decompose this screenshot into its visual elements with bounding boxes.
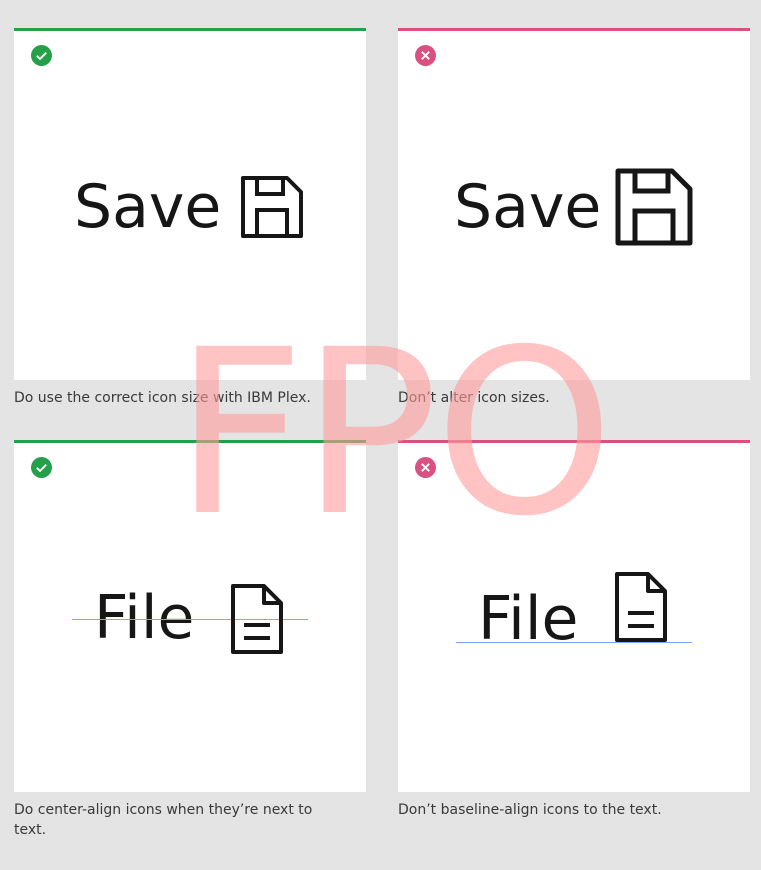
save-icon	[241, 176, 303, 238]
do-card-file: File	[14, 440, 366, 792]
sample-text-file: File	[478, 584, 579, 654]
do-card-save: Save	[14, 28, 366, 380]
baseline-guide-line	[456, 642, 692, 643]
sample-text-save: Save	[454, 172, 602, 242]
caption-do-save: Do use the correct icon size with IBM Pl…	[14, 390, 311, 406]
dont-card-file: File	[398, 440, 750, 792]
caption-dont-file: Don’t baseline-align icons to the text.	[398, 802, 662, 818]
checkmark-icon	[31, 45, 52, 66]
document-icon	[615, 572, 667, 642]
caption-dont-save: Don’t alter icon sizes.	[398, 390, 550, 406]
caption-do-file: Do center-align icons when they’re next …	[14, 802, 313, 838]
checkmark-icon	[31, 457, 52, 478]
close-icon	[415, 457, 436, 478]
dont-card-save: Save	[398, 28, 750, 380]
sample-text-save: Save	[74, 172, 222, 242]
close-icon	[415, 45, 436, 66]
center-guide-line	[72, 619, 308, 620]
document-icon	[231, 584, 283, 654]
save-icon	[615, 168, 693, 246]
sample-text-file: File	[94, 583, 195, 653]
